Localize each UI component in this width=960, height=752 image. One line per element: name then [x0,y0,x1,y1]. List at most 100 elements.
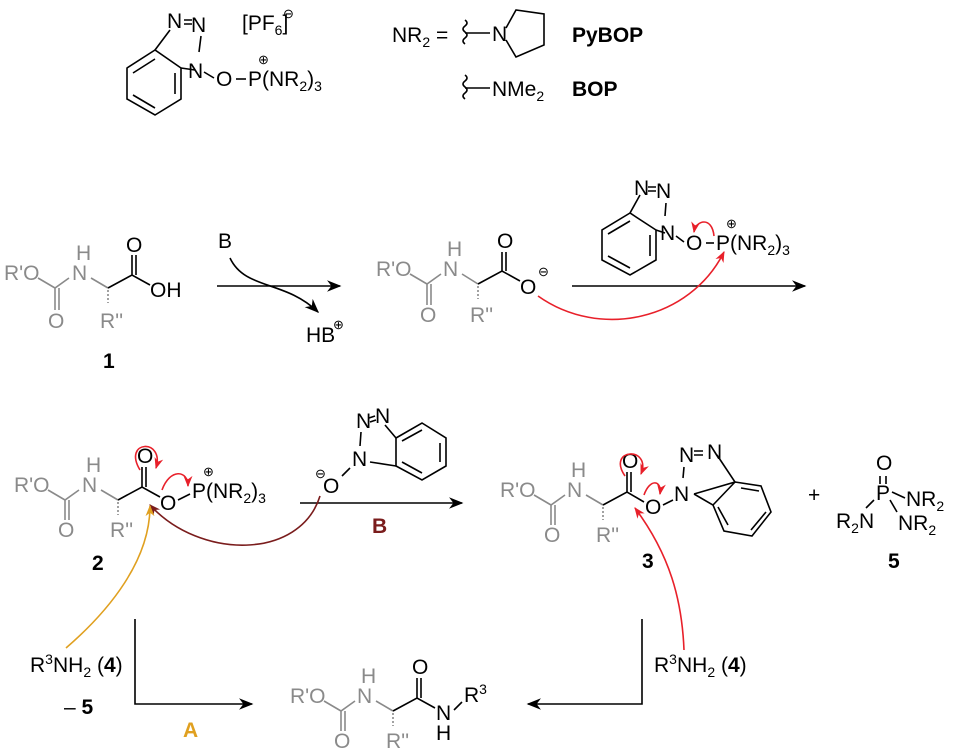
pathway-a: R3NH2 (4) – 5 A [30,619,254,742]
svg-text:NR2: NR2 [898,512,936,538]
svg-text:O: O [497,230,513,253]
pathway-b: B N N N O ⊖ [149,405,464,546]
svg-text:R2N: R2N [836,510,874,536]
svg-text:⊕: ⊕ [203,464,214,479]
svg-text:O: O [520,276,536,299]
svg-text:O: O [876,452,892,475]
svg-text:R3: R3 [464,681,487,707]
svg-text:N: N [375,405,390,428]
phosphonium-charge: ⊕ [258,52,269,67]
svg-text:O: O [160,492,176,515]
wavy-bond-icon [462,74,468,100]
svg-text:N: N [72,262,87,285]
svg-text:H: H [86,454,101,477]
svg-text:O: O [126,234,142,257]
hobt-anion-charge: ⊖ [315,466,326,481]
triazole-n2: N [191,14,206,37]
svg-text:R'O: R'O [4,262,40,285]
right-branch: R3NH2 (4) [526,619,747,710]
amine-right: R3NH2 (4) [654,651,747,680]
triazole-n3: N [167,10,182,33]
svg-text:N: N [357,685,372,708]
hb-charge: ⊕ [333,317,344,332]
triazole-n1: N [188,60,203,83]
amide-product: R'O N H O R'' O N H R3 [290,656,487,752]
electron-arrow-icon [643,482,666,496]
svg-text:N: N [674,483,689,506]
svg-text:P: P [876,482,890,505]
svg-text:O: O [48,310,64,333]
counterion-charge: ⊖ [283,6,294,21]
svg-text:H: H [447,238,462,261]
step2-arrow: N N N O P(NR2)3 ⊕ [537,177,807,321]
svg-text:N: N [634,177,649,200]
svg-text:O: O [412,656,428,679]
compound-2-label: 2 [92,552,104,575]
pyrrolidine-n: N [492,23,507,46]
wavy-bond-icon [462,19,468,45]
carboxylate-charge: ⊖ [538,264,549,279]
svg-text:N: N [567,479,582,502]
compound-5: O P R2N NR2 NR2 5 [836,452,944,573]
svg-text:N: N [656,180,671,203]
compound-2: R'O N H O R'' O O P(NR2)3 ⊕ 2 [14,445,266,575]
compound-3: R'O N H O R'' O O N N N 3 [500,441,772,573]
pathway-b-label: B [372,515,387,538]
svg-text:R'': R'' [470,304,493,327]
reagent-structure: N N N O P(NR2)3 ⊕ [PF6] ⊖ [126,6,322,116]
compound-5-label: 5 [888,550,900,573]
svg-text:R'O: R'O [14,474,50,497]
svg-text:O: O [622,450,638,473]
svg-text:H: H [361,665,376,688]
svg-text:H: H [76,242,91,265]
svg-text:H: H [436,722,451,745]
electron-arrow-icon [537,250,725,321]
acid-oh: OH [150,279,182,302]
svg-text:O: O [686,232,702,255]
nme2: NMe2 [492,78,544,104]
svg-text:N: N [82,474,97,497]
nr2-definition: NR2 = N PyBOP NMe2 BOP [392,9,643,104]
pybop-label: PyBOP [572,24,643,47]
svg-text:N: N [443,258,458,281]
svg-text:O: O [420,304,436,327]
bop-label: BOP [572,78,618,101]
svg-text:P(NR2)3: P(NR2)3 [192,480,266,506]
svg-text:R'': R'' [596,524,619,547]
compound-1: R'O N H O R'' O OH 1 [4,234,182,373]
svg-text:N: N [356,410,371,433]
svg-text:R'O: R'O [376,258,412,281]
svg-text:R'O: R'O [500,479,536,502]
phosphonium-label: P(NR2)3 [248,68,322,94]
electron-arrow-icon [691,221,715,237]
svg-text:O: O [334,730,350,752]
compound-1-label: 1 [103,350,115,373]
svg-text:O: O [58,519,74,542]
plus-sign: + [808,484,820,507]
pathway-a-arrow-icon [65,504,155,649]
step1-arrow: B HB ⊕ [217,230,344,347]
loss-5: – 5 [64,696,94,719]
reagent-p-charge: ⊕ [726,216,737,231]
byproduct-hb: HB [306,324,335,347]
svg-text:H: H [571,459,586,482]
svg-text:R'O: R'O [290,685,326,708]
oxygen: O [216,68,232,91]
svg-text:N: N [660,222,675,245]
compound-3-label: 3 [642,550,654,573]
svg-text:N: N [352,448,367,471]
electron-arrow-icon [134,445,164,471]
svg-text:R'': R'' [110,519,133,542]
carboxylate: R'O N H O R'' O O ⊖ [376,230,549,327]
svg-text:R'': R'' [386,730,409,752]
svg-text:N: N [436,702,451,725]
base-label: B [218,230,232,253]
electron-arrow-icon [634,507,685,651]
svg-text:O: O [544,524,560,547]
svg-text:O: O [645,496,661,519]
electron-arrow-icon [619,453,649,477]
pathway-a-label: A [183,719,198,742]
electron-arrow-icon [149,495,321,546]
pyrrolidine-ring [505,9,545,59]
svg-text:R'': R'' [100,310,123,333]
